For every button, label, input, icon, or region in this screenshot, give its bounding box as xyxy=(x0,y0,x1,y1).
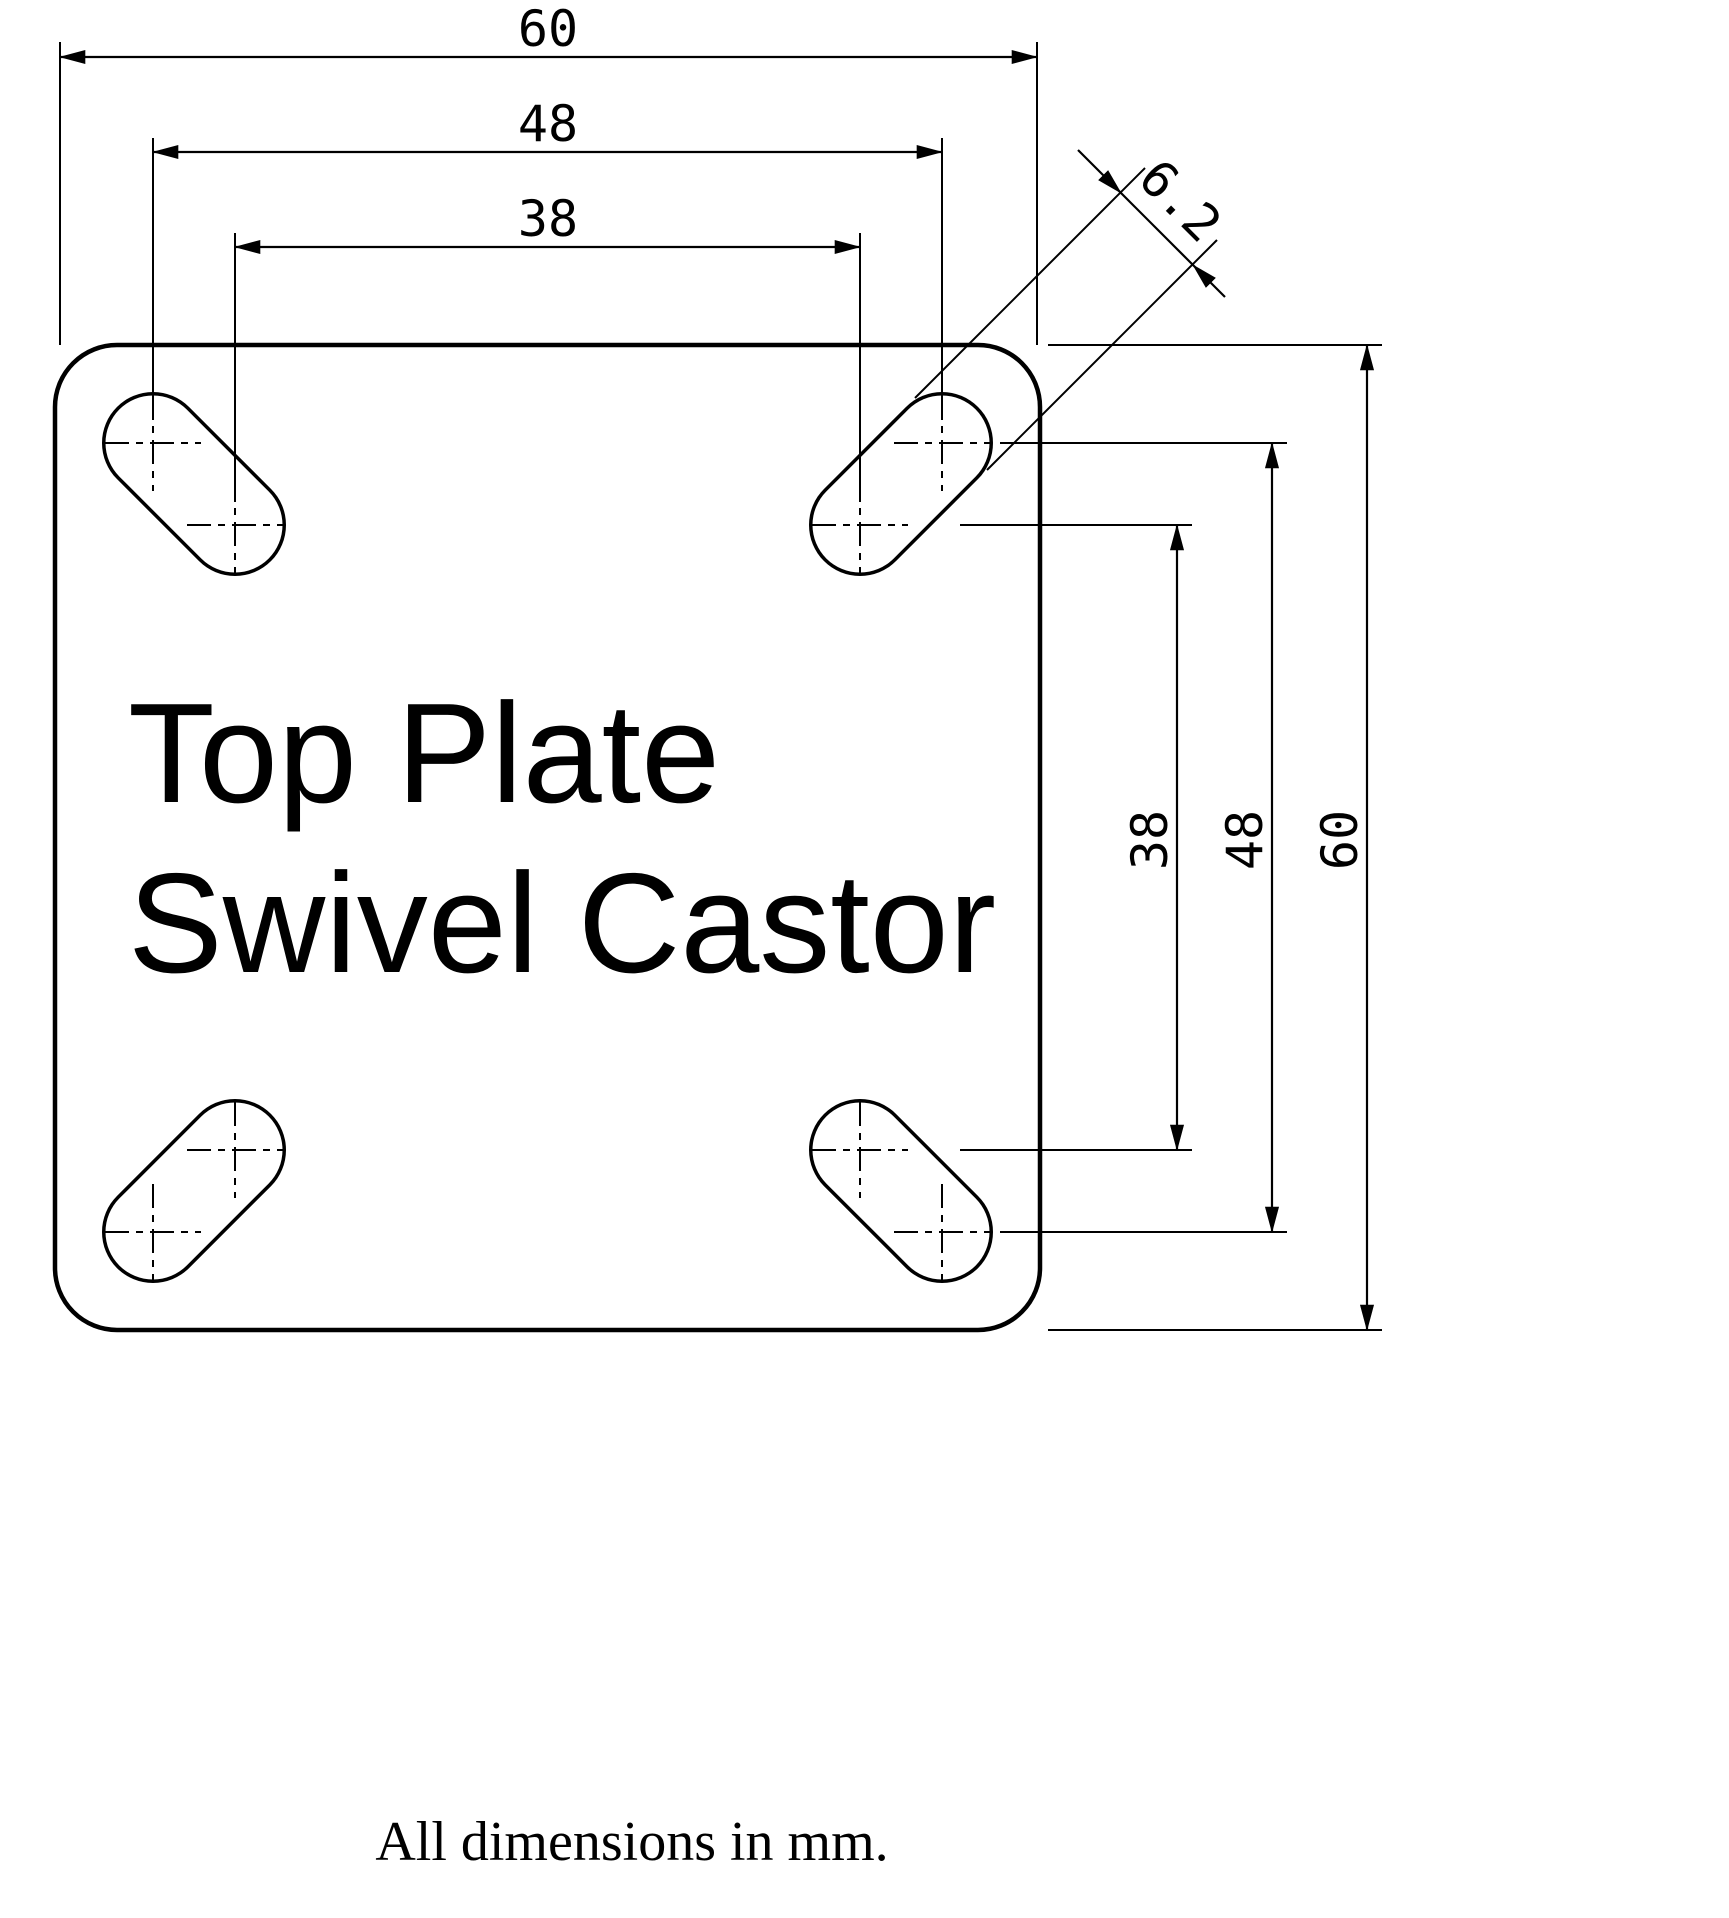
dim-label-width-bolt-outer: 48 xyxy=(518,95,578,153)
extension-line xyxy=(986,239,1218,471)
dimension-line xyxy=(1120,192,1194,266)
slot-top-right xyxy=(809,392,993,576)
dimension-right-60: 60 xyxy=(1311,343,1375,1332)
slot-bottom-left xyxy=(102,1099,286,1283)
plate-title-line1: Top Plate xyxy=(128,674,720,833)
slot-shape-fill xyxy=(812,1102,990,1280)
dimension-arrow-tail xyxy=(1192,264,1226,298)
dimension-right-38: 38 xyxy=(1121,523,1185,1152)
slot-shape-fill xyxy=(812,395,990,573)
plate-title-line2: Swivel Castor xyxy=(128,844,996,1003)
slot-centerlines xyxy=(812,1102,990,1280)
plate-outline xyxy=(52,342,1043,1333)
dimensions-note: All dimensions in mm. xyxy=(375,1811,888,1873)
dimension-right-48: 48 xyxy=(1216,441,1280,1234)
slot-bottom-right xyxy=(809,1099,993,1283)
extension-lines-top xyxy=(59,42,1038,502)
dim-label-slot-width: 6.2 xyxy=(1128,149,1233,254)
dimension-top-60: 60 xyxy=(58,0,1039,65)
slot-top-left xyxy=(102,392,286,576)
slot-shape-fill xyxy=(105,395,283,573)
slot-centerlines xyxy=(105,395,283,573)
slot-centerlines xyxy=(812,395,990,573)
slot-centerlines xyxy=(105,1102,283,1280)
dim-label-width-bolt-inner: 38 xyxy=(518,190,578,248)
extension-line xyxy=(914,167,1146,399)
dimension-arrow-tail xyxy=(1077,149,1122,194)
extension-lines-right xyxy=(960,344,1382,1331)
slot-shape-fill xyxy=(105,1102,283,1280)
dimension-top-38: 38 xyxy=(233,190,862,255)
dimension-top-48: 48 xyxy=(151,95,944,160)
dim-label-height-bolt-inner: 38 xyxy=(1121,810,1179,870)
dim-label-height-bolt-outer: 48 xyxy=(1216,810,1274,870)
dim-label-height-overall: 60 xyxy=(1311,810,1369,870)
dim-label-width-overall: 60 xyxy=(518,0,578,58)
